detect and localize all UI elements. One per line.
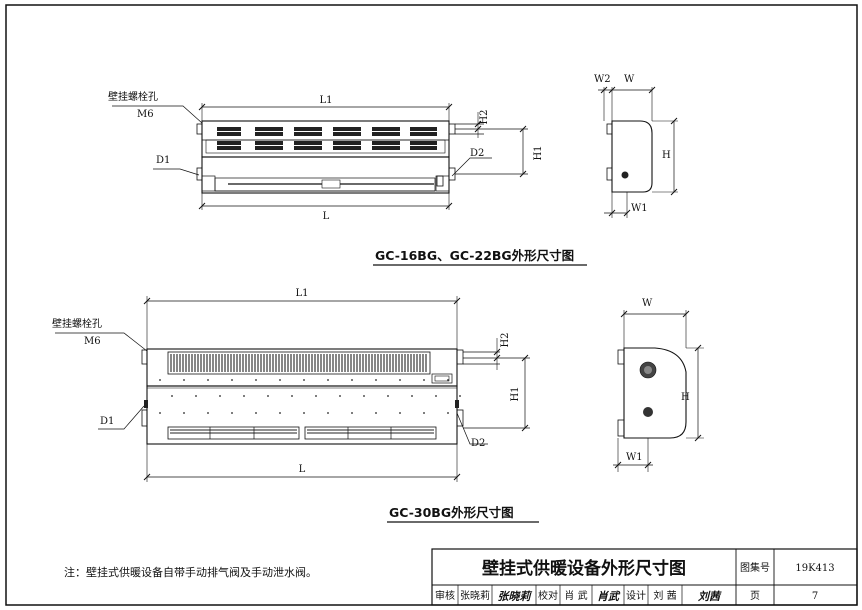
bottom-dim-l: L [299, 464, 306, 475]
top-side-h: H [662, 150, 671, 161]
bottom-side-h: H [681, 392, 690, 403]
designer-signature: 刘茜 [698, 590, 722, 603]
atlas-number: 19K413 [795, 563, 834, 574]
top-dim-l: L [323, 211, 330, 222]
checker-signature: 肖武 [597, 590, 621, 603]
designer-name: 刘 茜 [653, 590, 676, 602]
bottom-side-w: W [642, 298, 653, 309]
bottom-bolt-hole-label: 壁挂螺栓孔 [52, 317, 102, 330]
bottom-caption: GC-30BG外形尺寸图 [389, 505, 514, 520]
title-block: 壁挂式供暖设备外形尺寸图 图集号 19K413 审核 张晓莉 张晓莉 校对 肖 … [431, 548, 858, 606]
bottom-side-w1: W1 [626, 452, 643, 463]
reviewer-name: 张晓莉 [460, 590, 490, 602]
bottom-bolt-size: M6 [84, 336, 101, 347]
top-bolt-hole-label: 壁挂螺栓孔 [108, 90, 158, 103]
reviewer-signature: 张晓莉 [498, 590, 533, 603]
top-dim-l1: L1 [319, 95, 332, 106]
top-caption: GC-16BG、GC-22BG外形尺寸图 [375, 248, 574, 263]
design-label: 设计 [626, 589, 646, 602]
bottom-dim-h2: H2 [500, 332, 511, 347]
atlas-label: 图集号 [740, 561, 770, 574]
drawing-title: 壁挂式供暖设备外形尺寸图 [482, 558, 686, 579]
top-dim-h1: H1 [533, 145, 544, 160]
top-side-w1: W1 [631, 203, 648, 214]
checker-name: 肖 武 [564, 589, 587, 602]
top-side-w: W [624, 74, 635, 85]
bottom-dim-l1: L1 [295, 288, 308, 299]
top-grille [217, 127, 437, 150]
review-label: 审核 [435, 589, 455, 602]
page-label: 页 [750, 590, 760, 602]
top-front-view: L1 L H2 H1 壁挂螺栓孔 M6 D1 D2 GC-16BG、GC-22B… [108, 90, 587, 266]
bottom-front-view: L1 L H2 H1 壁挂螺栓孔 M6 D1 D2 GC-30BG外形尺寸图 [52, 288, 539, 523]
top-unit-lower [201, 156, 450, 194]
bottom-dim-d2: D2 [471, 438, 485, 449]
top-dim-h2: H2 [479, 109, 490, 124]
top-side-w2: W2 [594, 74, 611, 85]
top-side-view: H W2 W W1 [594, 74, 678, 218]
footnote: 注：壁挂式供暖设备自带手动排气阀及手动泄水阀。 [64, 565, 317, 579]
bottom-side-view: H W W1 [613, 298, 704, 472]
check-label: 校对 [538, 589, 558, 602]
bottom-dim-d1: D1 [100, 416, 114, 427]
top-dim-d2: D2 [470, 148, 484, 159]
top-bolt-size: M6 [137, 109, 154, 120]
page-number: 7 [812, 591, 818, 602]
top-dim-d1: D1 [156, 155, 170, 166]
bottom-dim-h1: H1 [510, 386, 521, 401]
top-unit-body [201, 120, 450, 158]
